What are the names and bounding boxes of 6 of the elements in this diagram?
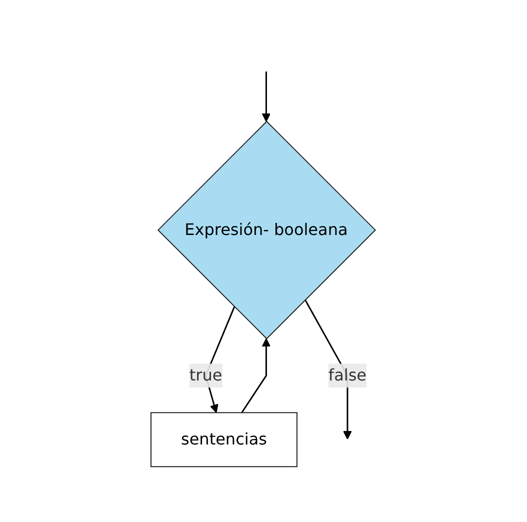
node-box: sentencias (150, 412, 298, 467)
node-diamond: Expresión- booleana (158, 120, 376, 340)
edge-label: false (328, 365, 367, 384)
edge-label: true (190, 365, 223, 384)
arrow (242, 338, 271, 413)
arrow (262, 71, 271, 122)
